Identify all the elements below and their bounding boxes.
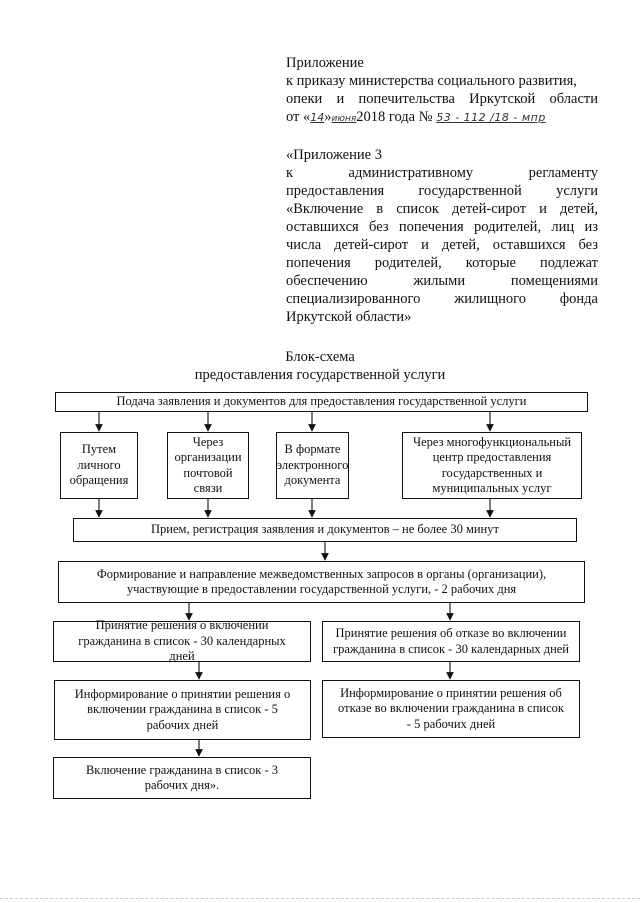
box-inform-refuse: Информирование о принятии решения об отк… <box>322 680 580 738</box>
scheme-title: Блок-схема предоставления государственно… <box>0 348 640 384</box>
scheme-title-line-2: предоставления государственной услуги <box>194 367 446 383</box>
regulation-appendix-header: «Приложение 3 к административному реглам… <box>286 146 598 326</box>
appendix-line-8: обеспечению жилыми помещениями <box>286 273 598 289</box>
appendix-line-4: «Включение в список детей-сирот и детей, <box>286 201 598 217</box>
order-appendix-header: Приложение к приказу министерства социал… <box>286 54 598 128</box>
box-inclusion: Включение гражданина в список - 3 рабочи… <box>53 757 311 799</box>
box-submission: Подача заявления и документов для предос… <box>55 392 588 412</box>
handwritten-month: июня <box>331 114 357 124</box>
box-registration: Прием, регистрация заявления и документо… <box>73 518 577 542</box>
appendix-line-7: попечения родителей, которые подлежат <box>286 255 598 271</box>
date-prefix: от « <box>286 109 311 125</box>
box-mfc: Через многофункциональный центр предоста… <box>402 432 582 499</box>
appendix-line-5: оставшихся без попечения родителей, лиц … <box>286 219 598 235</box>
box-inform-include: Информирование о принятии решения о вклю… <box>54 680 311 740</box>
appendix-line-2: к административному регламенту <box>286 165 598 181</box>
appendix-line-1: «Приложение 3 <box>286 147 382 163</box>
header-line-date: от «14»июня2018 года № 53 - 112 /18 - мп… <box>286 108 598 128</box>
appendix-line-9: специализированного жилищного фонда <box>286 291 598 307</box>
box-decision-include: Принятие решения о включении гражданина … <box>53 618 311 663</box>
date-quote: » <box>324 109 332 125</box>
scheme-title-line-1: Блок-схема <box>285 349 355 365</box>
box-postal: Через организации почтовой связи <box>167 432 249 499</box>
appendix-line-10: Иркутской области» <box>286 309 412 325</box>
header-line-ministry: опеки и попечительства Иркутской области <box>286 91 598 107</box>
appendix-line-6: числа детей-сирот и детей, оставшихся бе… <box>286 237 598 253</box>
scan-bottom-edge <box>0 898 640 900</box>
box-interagency-requests: Формирование и направление межведомствен… <box>58 561 585 603</box>
handwritten-order-number: 53 - 112 /18 - мпр <box>436 111 546 124</box>
box-decision-refuse: Принятие решения об отказе во включении … <box>322 621 580 662</box>
header-line-appendix: Приложение <box>286 55 364 71</box>
date-year: 2018 года № <box>356 109 433 125</box>
box-electronic: В формате электронного документа <box>276 432 349 499</box>
box-personal: Путем личного обращения <box>60 432 138 499</box>
header-line-order: к приказу министерства социального разви… <box>286 73 577 89</box>
appendix-line-3: предоставления государственной услуги <box>286 183 598 199</box>
handwritten-day: 14 <box>310 111 325 124</box>
